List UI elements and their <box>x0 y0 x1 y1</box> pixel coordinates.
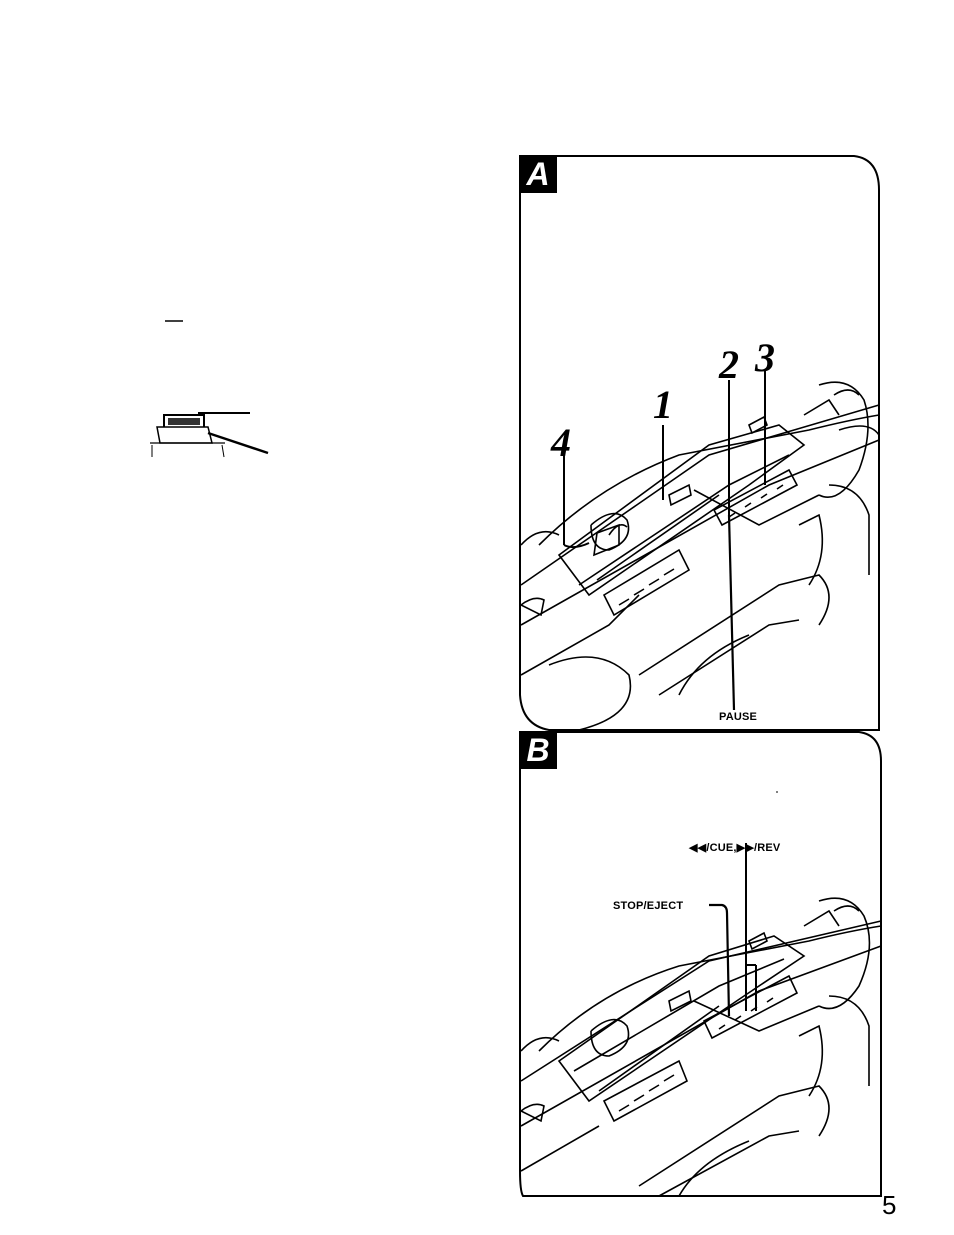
stop-eject-label: STOP/EJECT <box>613 900 683 912</box>
page-number: 5 <box>882 1190 896 1221</box>
figure-panel-b: B ◀◀/CUE,▶▶/REV STOP/EJECT <box>519 731 883 1197</box>
boombox-top-illustration-a <box>519 155 881 731</box>
cassette-inset-illustration <box>140 305 280 465</box>
boombox-top-illustration-b <box>519 731 883 1197</box>
cue-rev-label: ◀◀/CUE,▶▶/REV <box>689 841 780 854</box>
panel-letter-a: A <box>519 155 557 193</box>
callout-number-1: 1 <box>653 385 673 425</box>
panel-letter-b: B <box>519 731 557 769</box>
pause-label: PAUSE <box>719 711 757 723</box>
callout-number-2: 2 <box>719 345 739 385</box>
figure-panel-a: A 1 2 3 4 PAUSE <box>519 155 881 731</box>
callout-number-3: 3 <box>755 338 775 378</box>
callout-number-4: 4 <box>551 423 571 463</box>
